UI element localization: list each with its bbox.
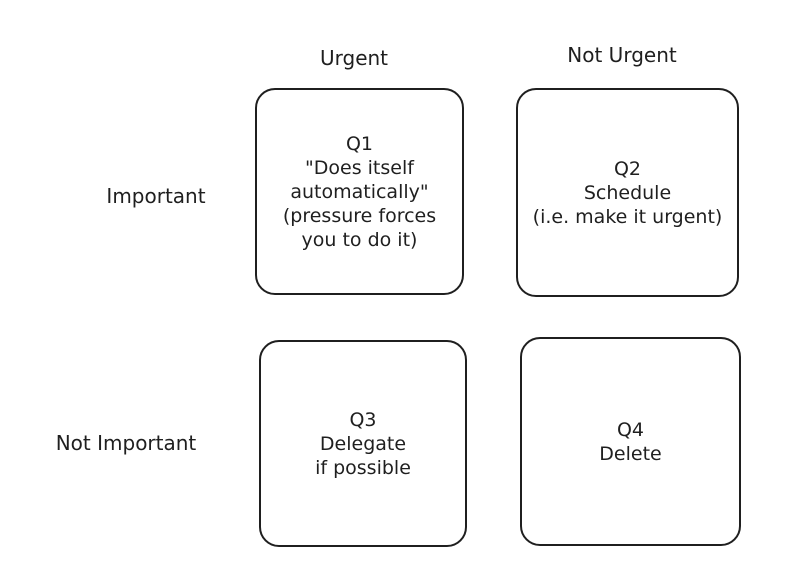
quadrant-q3-line: Delegate [319, 432, 407, 455]
quadrant-q2: Q2 Schedule (i.e. make it urgent) [516, 88, 739, 297]
quadrant-q2-line: (i.e. make it urgent) [532, 205, 723, 228]
quadrant-q1-line: "Does itself [305, 156, 414, 179]
column-label-urgent: Urgent [319, 46, 389, 70]
quadrant-q1-title: Q1 [345, 132, 374, 155]
quadrant-q4: Q4 Delete [520, 337, 741, 546]
quadrant-q4-title: Q4 [616, 418, 645, 441]
quadrant-q2-title: Q2 [613, 157, 642, 180]
quadrant-q2-text: Q2 Schedule (i.e. make it urgent) [533, 157, 723, 229]
quadrant-q3-line: if possible [315, 456, 411, 479]
quadrant-q4-line: Delete [599, 442, 662, 465]
quadrant-q1-text: Q1 "Does itself automatically" (pressure… [283, 132, 436, 252]
quadrant-q3-title: Q3 [349, 408, 377, 431]
row-label-important: Important [106, 184, 206, 208]
quadrant-q3-text: Q3 Delegate if possible [315, 408, 411, 480]
quadrant-q3: Q3 Delegate if possible [259, 340, 467, 547]
quadrant-q1: Q1 "Does itself automatically" (pressure… [255, 88, 464, 295]
quadrant-q1-line: (pressure forces [282, 204, 437, 227]
quadrant-q2-line: Schedule [583, 181, 672, 204]
row-label-not-important: Not Important [55, 431, 197, 455]
quadrant-q1-line: you to do it) [301, 228, 418, 251]
column-label-not-urgent: Not Urgent [567, 43, 677, 67]
quadrant-q1-line: automatically" [290, 180, 429, 203]
quadrant-q4-text: Q4 Delete [599, 418, 661, 466]
